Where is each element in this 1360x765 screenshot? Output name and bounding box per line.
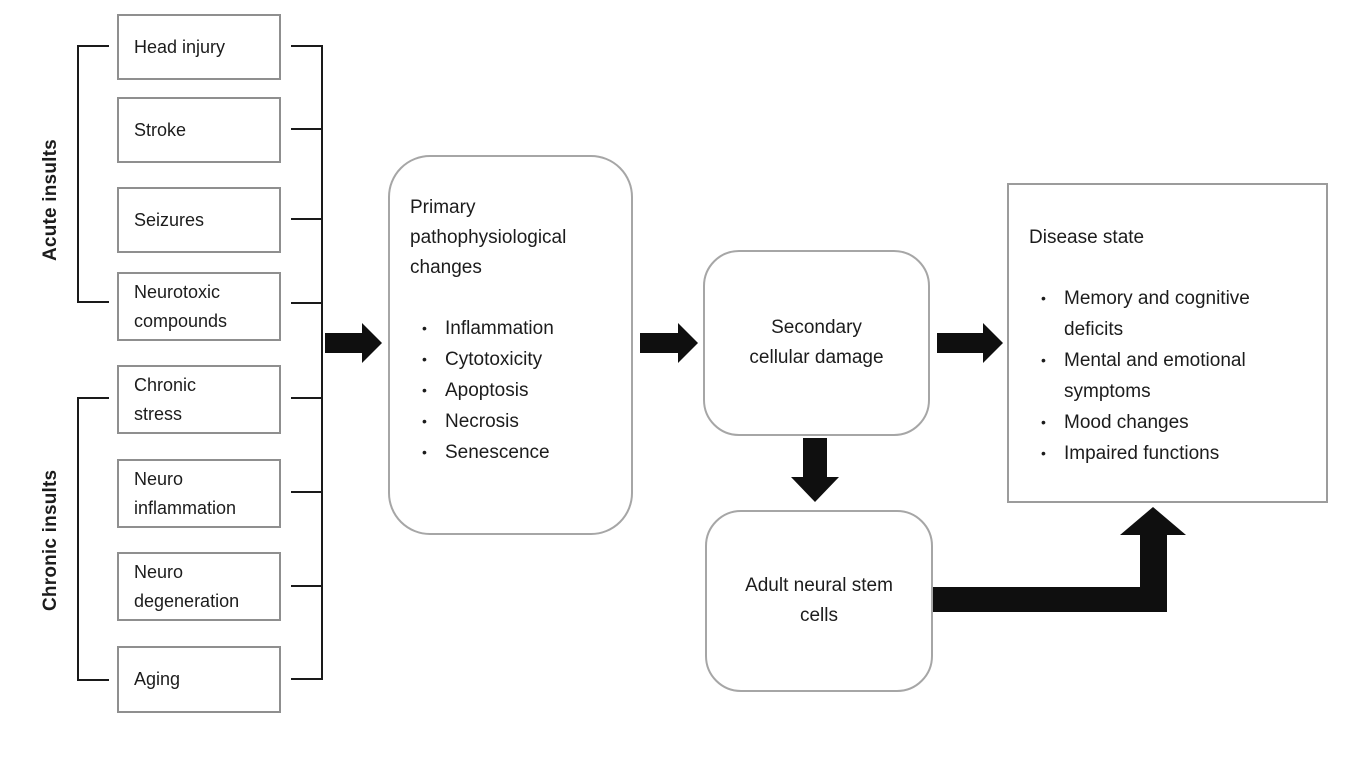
arrow-primary-to-secondary-icon [640, 323, 698, 363]
neuro-inflammation-box: Neuro inflammation [117, 459, 281, 528]
secondary-damage-label: Secondary cellular damage [749, 317, 884, 368]
arrow-insults-to-primary-icon [325, 323, 382, 363]
list-item: • Apoptosis [410, 375, 619, 406]
stroke-label: Stroke [134, 119, 187, 140]
acute-insults-label: Acute insults [40, 139, 61, 261]
bullet-dot: • [1041, 352, 1046, 368]
connector-stub-chronic-stress [291, 397, 323, 399]
bullet-dot: • [422, 413, 427, 429]
head-injury-box: Head injury [117, 14, 281, 80]
neuro-inflammation-label: Neuro inflammation [134, 468, 237, 518]
bullet-dot: • [422, 351, 427, 367]
disease-bullet-impaired: Impaired functions [1064, 443, 1220, 464]
stem-cells-label: Adult neural stem cells [745, 575, 893, 626]
bullet-dot: • [422, 444, 427, 460]
chronic-insults-label: Chronic insults [40, 469, 61, 611]
list-item: • Necrosis [410, 406, 619, 437]
connector-stub-neuro-inflammation [291, 491, 323, 493]
arrow-stem-to-disease-up-head-icon [1120, 507, 1186, 535]
chronic-bracket-vertical-line [77, 397, 79, 681]
disease-bullet-mood: Mood changes [1064, 412, 1189, 433]
acute-bracket-bottom-stub [77, 301, 109, 303]
bullet-dot: • [422, 382, 427, 398]
disease-state-title: Disease state [1029, 227, 1145, 248]
connector-stub-head-injury [291, 45, 323, 47]
chronic-stress-label: Chronic stress [134, 374, 197, 424]
disease-state-box: Disease state • Memory and cognitive defi… [1007, 183, 1328, 503]
primary-changes-title: Primary pathophysiological changes [410, 197, 567, 278]
chronic-bracket-top-stub [77, 397, 109, 399]
disease-bullet-memory: Memory and cognitive deficits [1064, 288, 1250, 340]
list-item: • Senescence [410, 437, 619, 468]
connector-stub-aging [291, 678, 323, 680]
seizures-box: Seizures [117, 187, 281, 253]
secondary-damage-box: Secondary cellular damage [703, 250, 930, 436]
bullet-dot: • [422, 320, 427, 336]
bullet-dot: • [1041, 445, 1046, 461]
primary-bullet-senescence: Senescence [445, 442, 550, 463]
acute-bracket-top-stub [77, 45, 109, 47]
primary-bullet-cytotoxicity: Cytotoxicity [445, 349, 543, 370]
connector-stub-stroke [291, 128, 323, 130]
list-item: • Cytotoxicity [410, 344, 619, 375]
neuro-degeneration-label: Neuro degeneration [134, 561, 240, 611]
acute-bracket-vertical-line [77, 45, 79, 303]
bullet-dot: • [1041, 290, 1046, 306]
chronic-stress-box: Chronic stress [117, 365, 281, 434]
list-item: • Memory and cognitive deficits [1029, 283, 1304, 345]
bullet-dot: • [1041, 414, 1046, 430]
stroke-box: Stroke [117, 97, 281, 163]
list-item: • Mental and emotional symptoms [1029, 345, 1304, 407]
converge-vertical-line [321, 45, 323, 680]
neurotoxic-compounds-label: Neurotoxic compounds [134, 281, 228, 331]
primary-bullet-necrosis: Necrosis [445, 411, 519, 432]
seizures-label: Seizures [134, 209, 205, 230]
connector-stub-neuro-degeneration [291, 585, 323, 587]
aging-box: Aging [117, 646, 281, 713]
disease-bullet-mental: Mental and emotional symptoms [1064, 350, 1246, 402]
arrow-secondary-to-stem-icon [791, 438, 839, 502]
stem-cells-box: Adult neural stem cells [705, 510, 933, 692]
chronic-bracket-bottom-stub [77, 679, 109, 681]
arrow-stem-to-disease-horizontal-bar [933, 587, 1167, 612]
arrow-secondary-to-disease-icon [937, 323, 1003, 363]
list-item: • Impaired functions [1029, 438, 1304, 469]
list-item: • Mood changes [1029, 407, 1304, 438]
list-item: • Inflammation [410, 313, 619, 344]
head-injury-label: Head injury [134, 36, 226, 57]
arrow-stem-to-disease-vertical-bar [1140, 535, 1167, 612]
primary-changes-box: Primary pathophysiological changes • Infl… [388, 155, 633, 535]
primary-bullet-apoptosis: Apoptosis [445, 380, 529, 401]
primary-bullet-inflammation: Inflammation [445, 318, 554, 339]
connector-stub-seizures [291, 218, 323, 220]
neuro-degeneration-box: Neuro degeneration [117, 552, 281, 621]
aging-label: Aging [134, 669, 181, 689]
connector-stub-neurotoxic [291, 302, 323, 304]
neurotoxic-compounds-box: Neurotoxic compounds [117, 272, 281, 341]
